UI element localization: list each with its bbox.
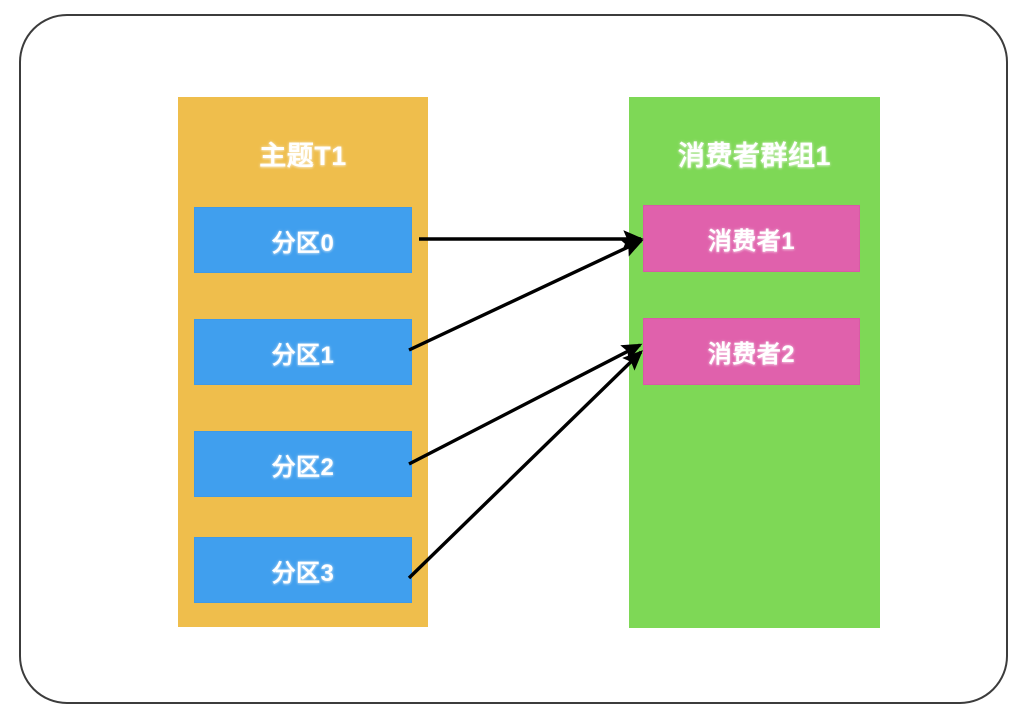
partition-label-2: 分区2: [271, 453, 335, 481]
partition-box-0[interactable]: 分区0: [194, 207, 412, 273]
consumer-box-2[interactable]: 消费者2: [643, 318, 860, 385]
topic-panel: 主题T1 分区0 分区1 分区2 分区3: [178, 97, 428, 627]
outer-frame-border: [19, 14, 1008, 704]
partition-box-3[interactable]: 分区3: [194, 537, 412, 603]
consumer-label-2: 消费者2: [707, 341, 796, 368]
partition-label-0: 分区0: [271, 229, 335, 257]
partition-box-1[interactable]: 分区1: [194, 319, 412, 385]
consumer-group-title: 消费者群组1: [677, 141, 832, 171]
partition-box-2[interactable]: 分区2: [194, 431, 412, 497]
partition-label-3: 分区3: [271, 559, 335, 587]
topic-title: 主题T1: [259, 141, 347, 171]
partition-label-1: 分区1: [271, 341, 335, 369]
consumer-label-1: 消费者1: [707, 228, 796, 255]
consumer-box-1[interactable]: 消费者1: [643, 205, 860, 272]
consumer-group-panel: 消费者群组1 消费者1 消费者2: [629, 97, 880, 628]
